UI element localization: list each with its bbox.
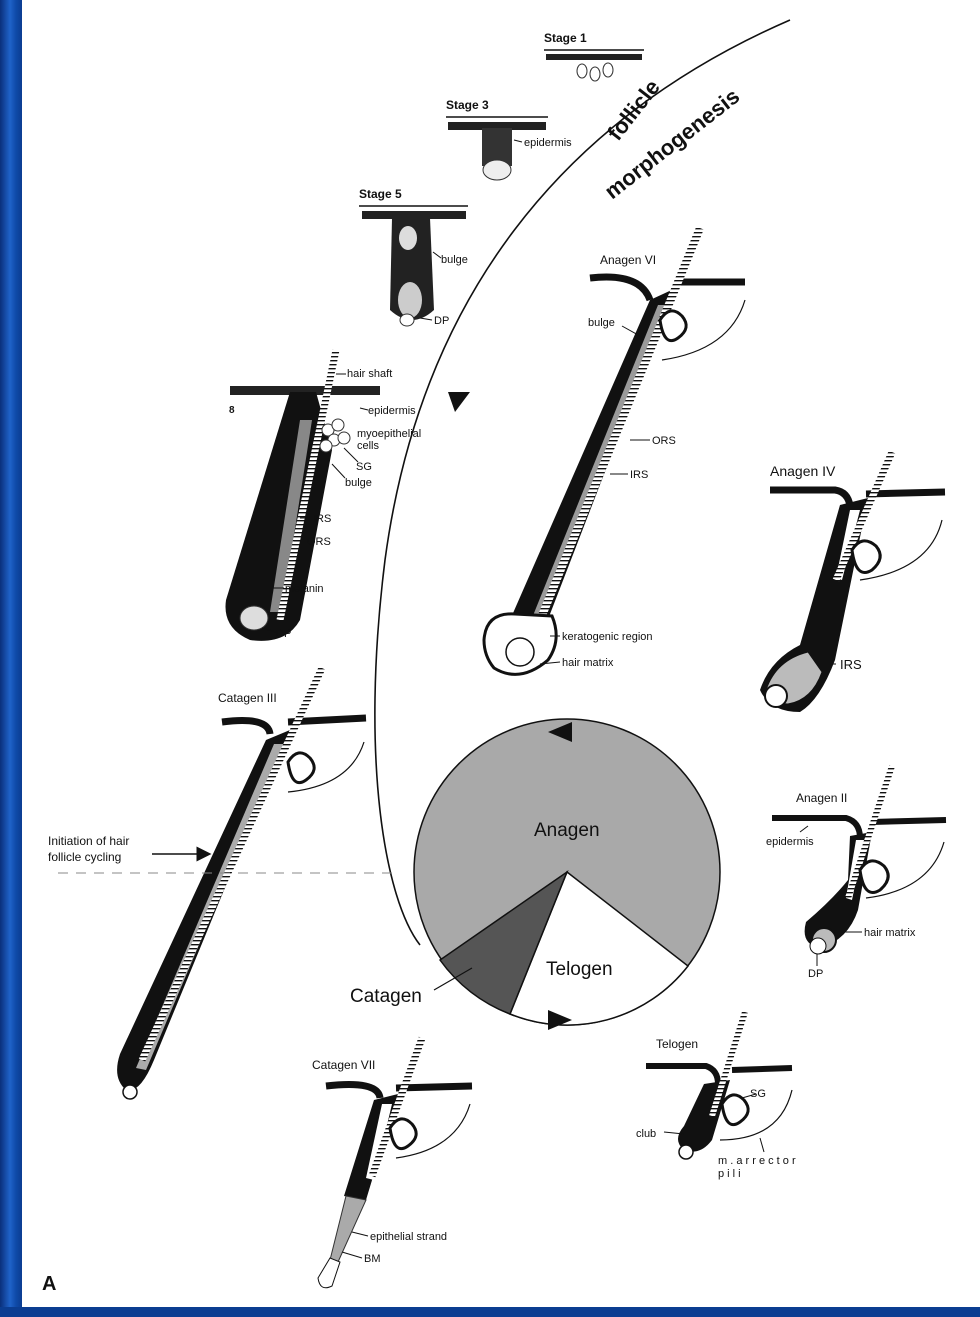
initiation-label-1: Initiation of hair — [48, 834, 129, 848]
initiation-label-2: follicle cycling — [48, 850, 121, 864]
stage-1-follicle: Stage 1 — [544, 31, 644, 81]
anagen-ii-epidermis-label: epidermis — [766, 836, 814, 848]
stage-8-follicle: 8 hair shaft epidermis myoepithelial cel… — [226, 350, 422, 641]
stage8-bulge-label: bulge — [345, 477, 372, 489]
stage8-myoepithelial-label: myoepithelial — [357, 428, 421, 440]
stage8-epidermis-label: epidermis — [368, 405, 416, 417]
stage5-bulge-label: bulge — [441, 254, 468, 266]
anagen-iv-follicle: Anagen IV IRS — [760, 452, 945, 712]
telogen-follicle: Telogen SG club m . a r r e c t o r p i … — [636, 1012, 796, 1180]
stage3-epidermis-label: epidermis — [524, 137, 572, 149]
stage8-cells-label: cells — [357, 440, 380, 452]
follicle-title: follicle — [602, 75, 665, 145]
anagen-vi-hair-matrix-label: hair matrix — [562, 657, 614, 669]
stage5-dp-label: DP — [434, 315, 449, 327]
anagen-ii-dp-label: DP — [808, 968, 823, 980]
telogen-arrector-label-2: p i l i — [718, 1168, 741, 1180]
panel-letter: A — [42, 1273, 56, 1295]
anagen-ii-label: Anagen II — [796, 791, 847, 805]
stage8-irs-label: IRS — [313, 513, 331, 525]
stage-5-label: Stage 5 — [359, 187, 402, 201]
stage8-melanin-label: melanin — [285, 583, 324, 595]
telogen-club-label: club — [636, 1128, 656, 1140]
anagen-iv-label: Anagen IV — [770, 463, 836, 479]
arc-arrowhead — [448, 392, 470, 412]
catagen-vii-label: Catagen VII — [312, 1058, 375, 1072]
stage-3-follicle: Stage 3 epidermis — [446, 98, 572, 180]
anagen-vi-irs-label: IRS — [630, 469, 648, 481]
catagen-iii-label: Catagen III — [218, 691, 277, 705]
pie-catagen-label: Catagen — [350, 986, 422, 1007]
stage8-dp-label: DP — [276, 628, 291, 640]
anagen-ii-hair-matrix-label: hair matrix — [864, 927, 916, 939]
telogen-sg-label: SG — [750, 1088, 766, 1100]
stage8-hair-shaft-label: hair shaft — [347, 368, 392, 380]
hair-cycle-pie: Anagen Telogen Catagen — [350, 719, 720, 1030]
stage-8-label: 8 — [229, 405, 235, 416]
stage-1-label: Stage 1 — [544, 31, 587, 45]
stage8-ors-label: ORS — [307, 536, 331, 548]
telogen-follicle-label: Telogen — [656, 1037, 698, 1051]
stage-5-follicle: Stage 5 bulge DP — [359, 187, 468, 327]
catagen-vii-follicle: Catagen VII epithelial strand BM — [312, 1038, 472, 1288]
pie-anagen-label: Anagen — [534, 820, 600, 841]
stage-3-label: Stage 3 — [446, 98, 489, 112]
telogen-arrector-label-1: m . a r r e c t o r — [718, 1155, 796, 1167]
anagen-vi-bulge-label: bulge — [588, 317, 615, 329]
anagen-vi-ors-label: ORS — [652, 435, 676, 447]
anagen-vi-keratogenic-label: keratogenic region — [562, 631, 653, 643]
catagen-vii-strand-label: epithelial strand — [370, 1231, 447, 1243]
stage8-sg-label: SG — [356, 461, 372, 473]
anagen-vi-follicle: Anagen VI bulge ORS IRS keratogenic regi… — [484, 228, 745, 674]
pie-telogen-label: Telogen — [546, 959, 613, 980]
anagen-vi-label: Anagen VI — [600, 253, 656, 267]
catagen-iii-follicle: Catagen III Initiation of hair follicle … — [48, 668, 392, 1099]
anagen-ii-follicle: Anagen II epidermis hair matrix DP — [766, 766, 946, 980]
anagen-iv-irs-label: IRS — [840, 657, 862, 672]
catagen-vii-bm-label: BM — [364, 1253, 381, 1265]
